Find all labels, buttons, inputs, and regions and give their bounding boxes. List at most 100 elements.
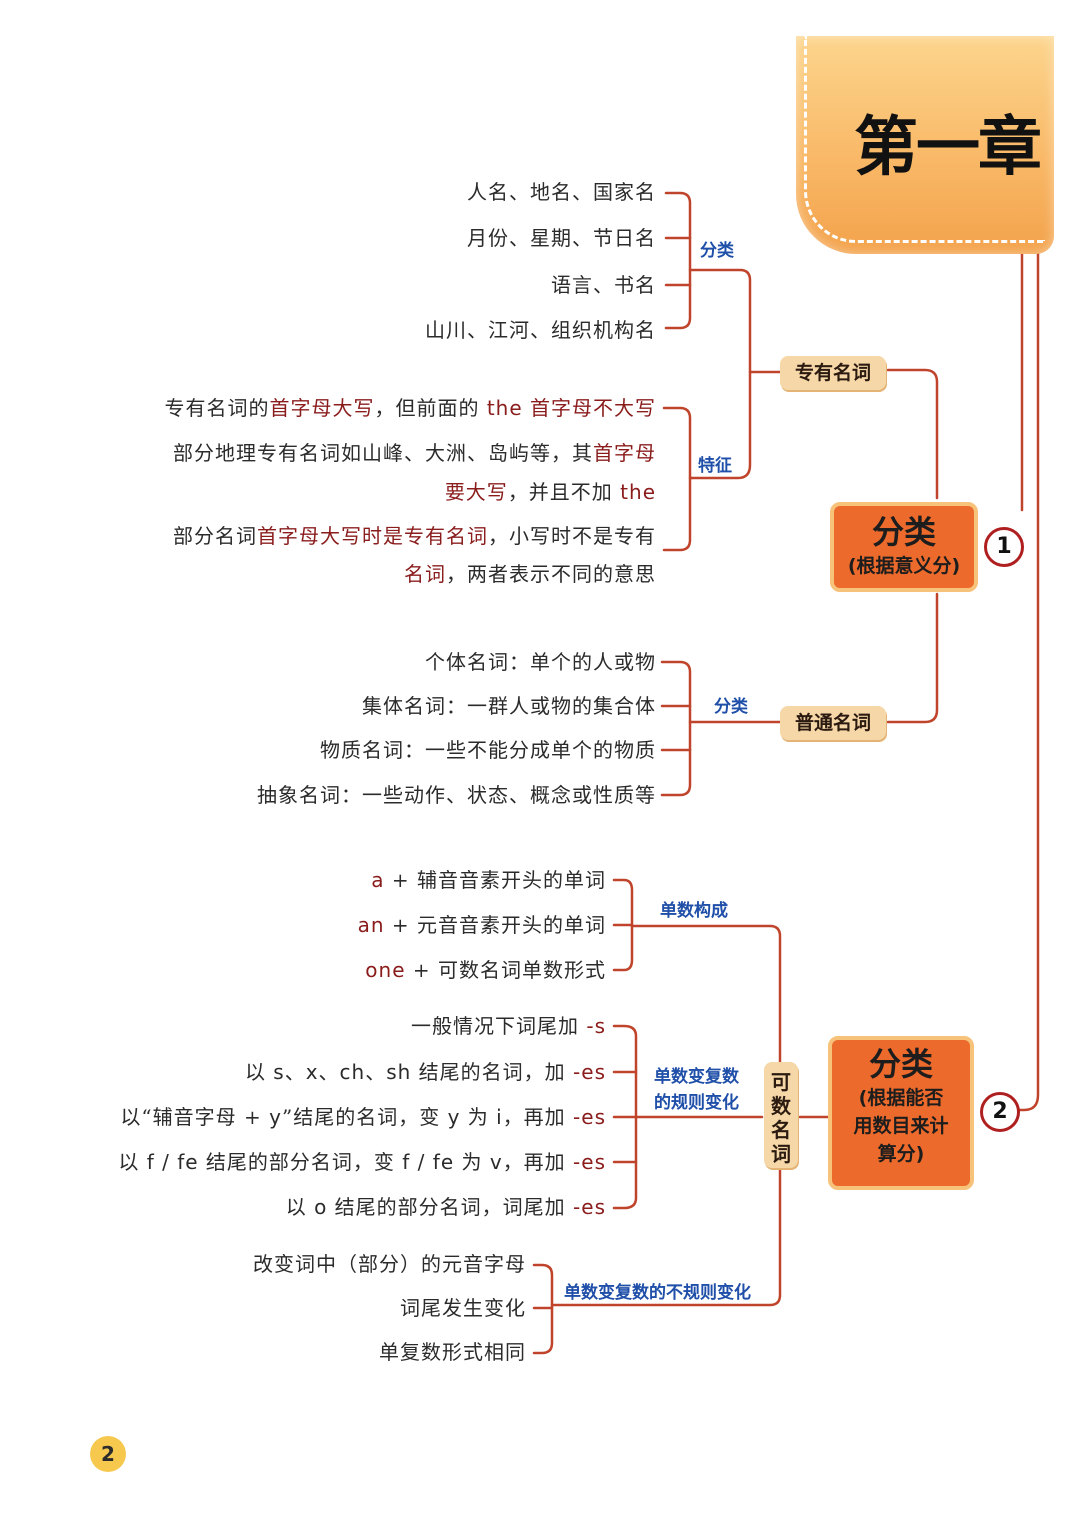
proper-classify-item: 人名、地名、国家名 bbox=[467, 180, 656, 204]
section2-title: 分类 bbox=[868, 1045, 933, 1083]
text-fragment: 以 bbox=[244, 1060, 274, 1084]
text-fragment: v bbox=[489, 1150, 503, 1174]
text-fragment: 部分地理专有名词如山峰、大洲、岛屿等，其 bbox=[173, 441, 593, 465]
text-fragment: 集体名词：一群人或物的集合体 bbox=[362, 694, 656, 718]
text-fragment: i bbox=[496, 1105, 503, 1129]
irregular-plural-label: 单数变复数的不规则变化 bbox=[564, 1283, 751, 1303]
proper-feature-label: 特征 bbox=[698, 456, 732, 476]
text-fragment: ，两者表示不同的意思 bbox=[446, 562, 656, 586]
singular-label: 单数构成 bbox=[660, 901, 728, 921]
text-fragment: 首字母大写 bbox=[269, 396, 375, 420]
proper-classify-item: 月份、星期、节日名 bbox=[467, 226, 656, 250]
section2-subtitle-1: (根据能否 bbox=[858, 1087, 944, 1109]
text-fragment: y bbox=[447, 1105, 461, 1129]
irregular-plural-item: 单复数形式相同 bbox=[379, 1340, 526, 1364]
singular-item: a + 辅音音素开头的单词 bbox=[371, 868, 606, 892]
text-fragment: 首字母 bbox=[593, 441, 656, 465]
regular-label-line-2: 的规则变化 bbox=[654, 1093, 739, 1113]
common-noun-pill: 普通名词 bbox=[780, 706, 886, 740]
text-fragment: 物质名词：一些不能分成单个的物质 bbox=[320, 738, 656, 762]
common-classify-label: 分类 bbox=[714, 697, 748, 717]
irregular-plural-item: 改变词中（部分）的元音字母 bbox=[253, 1252, 526, 1276]
section2-box: 分类 (根据能否 用数目来计 算分) bbox=[828, 1036, 974, 1190]
text-fragment: an bbox=[357, 913, 385, 937]
regular-plural-item: 以 s、x、ch、sh 结尾的名词，加 -es bbox=[245, 1060, 606, 1084]
text-fragment: f / fe bbox=[146, 1150, 199, 1174]
common-noun-item: 抽象名词：一些动作、状态、概念或性质等 bbox=[257, 783, 656, 807]
text-fragment: 以 bbox=[285, 1195, 315, 1219]
text-fragment: ，但前面的 bbox=[374, 396, 487, 420]
text-fragment: + 辅音音素开头的单词 bbox=[384, 868, 606, 892]
countable-noun-pill: 可数名词 bbox=[764, 1062, 798, 1168]
common-noun-item: 物质名词：一些不能分成单个的物质 bbox=[320, 738, 656, 762]
regular-plural-item: 以“辅音字母 + y”结尾的名词，变 y 为 i，再加 -es bbox=[120, 1105, 606, 1129]
text-fragment: 为 bbox=[460, 1105, 497, 1129]
section2-subtitle-3: 算分) bbox=[877, 1143, 925, 1165]
text-fragment: 结尾的部分名词，变 bbox=[198, 1150, 403, 1174]
text-fragment: 结尾的名词，加 bbox=[411, 1060, 574, 1084]
text-fragment: -es bbox=[573, 1195, 606, 1219]
text-fragment: ，再加 bbox=[502, 1105, 574, 1129]
common-noun-item: 集体名词：一群人或物的集合体 bbox=[362, 694, 656, 718]
text-fragment: 一般情况下词尾加 bbox=[411, 1014, 587, 1038]
text-fragment: 改变词中（部分）的元音字母 bbox=[253, 1252, 526, 1276]
countable-noun-char: 词 bbox=[771, 1142, 791, 1166]
text-fragment: 要大写 bbox=[444, 480, 508, 504]
text-fragment: -es bbox=[573, 1060, 606, 1084]
text-fragment: 名词 bbox=[404, 562, 446, 586]
text-fragment: y bbox=[269, 1105, 282, 1129]
proper-classify-item: 山川、江河、组织机构名 bbox=[425, 318, 656, 342]
text-fragment: s、x、ch、sh bbox=[273, 1060, 412, 1084]
text-fragment: 以“辅音字母 + bbox=[120, 1105, 270, 1129]
countable-noun-char: 可 bbox=[771, 1070, 791, 1094]
banner-dashed-border bbox=[804, 36, 1045, 243]
section1-subtitle: (根据意义分) bbox=[847, 555, 961, 577]
proper-classify-item: 语言、书名 bbox=[551, 273, 656, 297]
common-noun-item: 个体名词：单个的人或物 bbox=[425, 650, 656, 674]
text-fragment: a bbox=[371, 868, 385, 892]
text-fragment: 抽象名词：一些动作、状态、概念或性质等 bbox=[257, 783, 656, 807]
singular-item: one + 可数名词单数形式 bbox=[365, 958, 606, 982]
regular-plural-item: 以 f / fe 结尾的部分名词，变 f / fe 为 v，再加 -es bbox=[118, 1150, 606, 1174]
regular-plural-item: 一般情况下词尾加 -s bbox=[411, 1014, 606, 1038]
countable-noun-char: 名 bbox=[771, 1118, 791, 1142]
chapter-banner: 第一章 bbox=[796, 36, 1054, 254]
section1-title: 分类 bbox=[871, 513, 936, 551]
proper-feature-item: 要大写，并且不加 the bbox=[445, 480, 656, 504]
text-fragment: the bbox=[486, 396, 523, 420]
proper-feature-item: 名词，两者表示不同的意思 bbox=[404, 562, 656, 586]
text-fragment: ，小写时不是专有 bbox=[488, 524, 656, 548]
proper-noun-pill: 专有名词 bbox=[780, 356, 886, 390]
text-fragment: 词尾发生变化 bbox=[400, 1296, 526, 1320]
text-fragment: 首字母不大写 bbox=[522, 396, 656, 420]
proper-classify-label: 分类 bbox=[700, 241, 734, 261]
text-fragment: 为 bbox=[454, 1150, 490, 1174]
text-fragment: 专有名词的 bbox=[164, 396, 270, 420]
singular-item: an + 元音音素开头的单词 bbox=[358, 913, 606, 937]
text-fragment: 单复数形式相同 bbox=[379, 1340, 526, 1364]
text-fragment: ，并且不加 bbox=[507, 480, 621, 504]
text-fragment: o bbox=[314, 1195, 328, 1219]
text-fragment: the bbox=[620, 480, 656, 504]
text-fragment: + 可数名词单数形式 bbox=[405, 958, 606, 982]
section1-number-circle: 1 bbox=[984, 527, 1024, 567]
chapter-title: 第一章 bbox=[854, 111, 1042, 185]
proper-feature-item: 部分地理专有名词如山峰、大洲、岛屿等，其首字母 bbox=[173, 441, 656, 465]
text-fragment: one bbox=[365, 958, 406, 982]
text-fragment: ，再加 bbox=[502, 1150, 574, 1174]
proper-feature-item: 部分名词首字母大写时是专有名词，小写时不是专有 bbox=[173, 524, 656, 548]
section2-subtitle-2: 用数目来计 bbox=[853, 1115, 949, 1137]
page-number: 2 bbox=[90, 1436, 126, 1472]
text-fragment: f / fe bbox=[402, 1150, 455, 1174]
text-fragment: + 元音音素开头的单词 bbox=[384, 913, 606, 937]
text-fragment: -s bbox=[586, 1014, 606, 1038]
text-fragment: -es bbox=[573, 1150, 606, 1174]
text-fragment: 个体名词：单个的人或物 bbox=[425, 650, 656, 674]
text-fragment: 首字母大写时是专有名词 bbox=[257, 524, 488, 548]
section1-box: 分类 (根据意义分) bbox=[830, 502, 978, 592]
text-fragment: 部分名词 bbox=[173, 524, 257, 548]
text-fragment: 以 bbox=[118, 1150, 147, 1174]
regular-plural-label: 单数变复数 的规则变化 bbox=[654, 1064, 739, 1116]
countable-noun-char: 数 bbox=[771, 1094, 791, 1118]
